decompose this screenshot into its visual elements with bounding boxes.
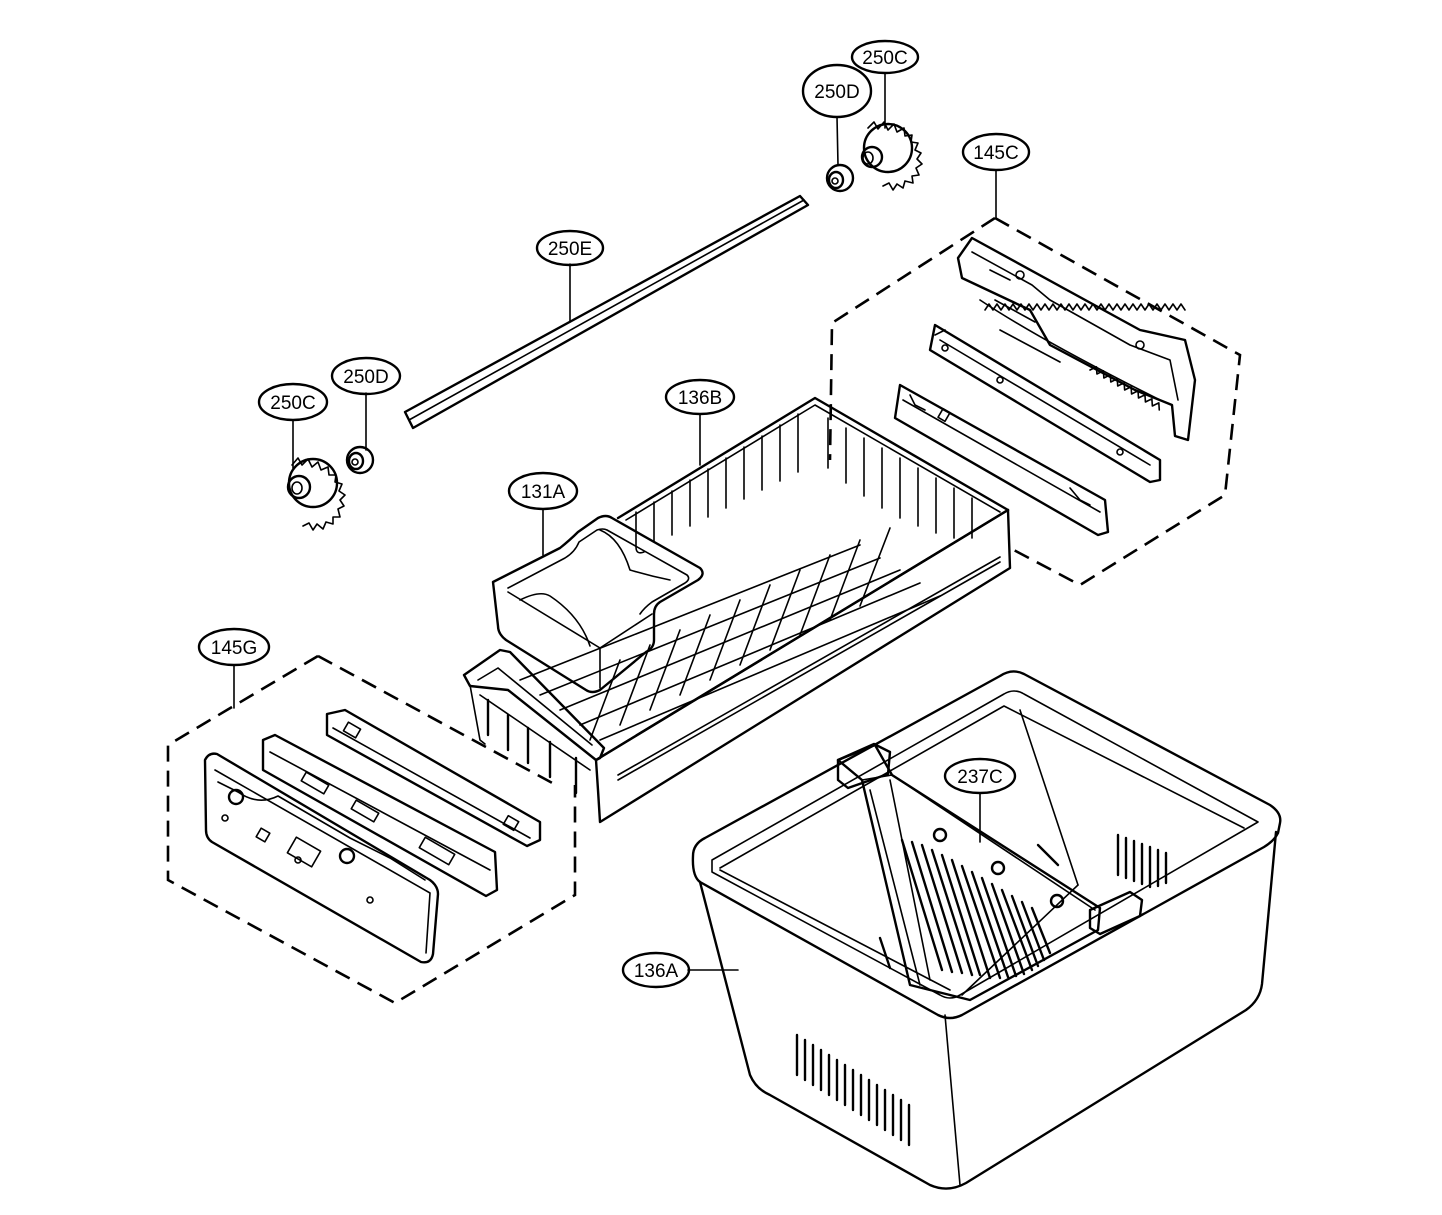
svg-text:250D: 250D <box>343 367 388 388</box>
callout-145g: 145G <box>197 627 271 667</box>
svg-text:250C: 250C <box>862 48 907 69</box>
svg-text:250E: 250E <box>548 239 592 260</box>
svg-text:250D: 250D <box>814 82 859 103</box>
part-131a-small-bin <box>491 514 704 694</box>
callout-237c: 237C <box>943 757 1017 795</box>
leader-lines <box>233 72 997 971</box>
basket-floor-grid <box>519 527 941 741</box>
bin-front-vents <box>795 1033 911 1147</box>
part-136a-large-bin <box>691 670 1282 1190</box>
svg-text:136B: 136B <box>678 388 722 409</box>
svg-text:250C: 250C <box>270 393 315 414</box>
part-250c-gear-left <box>286 457 346 531</box>
svg-text:136A: 136A <box>634 961 679 982</box>
divider-slots <box>900 838 1052 980</box>
part-250e-rod <box>403 194 810 430</box>
callout-250c-top: 250C <box>850 39 920 75</box>
callout-145c: 145C <box>961 132 1031 172</box>
part-250d-spacer-left <box>345 445 375 475</box>
svg-text:145G: 145G <box>211 638 257 659</box>
callout-131a: 131A <box>507 471 579 511</box>
part-250c-gear-top <box>860 121 923 191</box>
callout-136b: 136B <box>664 378 736 416</box>
callout-250c-left: 250C <box>257 382 329 422</box>
part-237c-divider <box>836 742 1144 1002</box>
svg-text:237C: 237C <box>957 767 1002 788</box>
callout-250e: 250E <box>535 229 605 267</box>
group-145c-right-rails <box>828 216 1242 587</box>
callout-250d-top: 250D <box>801 63 873 119</box>
svg-text:131A: 131A <box>521 482 566 503</box>
callout-250d-left: 250D <box>330 356 402 396</box>
group-145g-left-rails <box>166 654 577 1005</box>
basket-leg-wires <box>486 698 578 795</box>
bin-back-vents <box>1116 833 1168 889</box>
svg-text:145C: 145C <box>973 143 1018 164</box>
part-136b-wire-basket <box>462 396 1012 824</box>
rack-teeth <box>984 303 1186 411</box>
basket-back-wires <box>635 413 973 554</box>
callout-136a: 136A <box>621 951 691 989</box>
part-250d-spacer-top <box>825 163 855 193</box>
